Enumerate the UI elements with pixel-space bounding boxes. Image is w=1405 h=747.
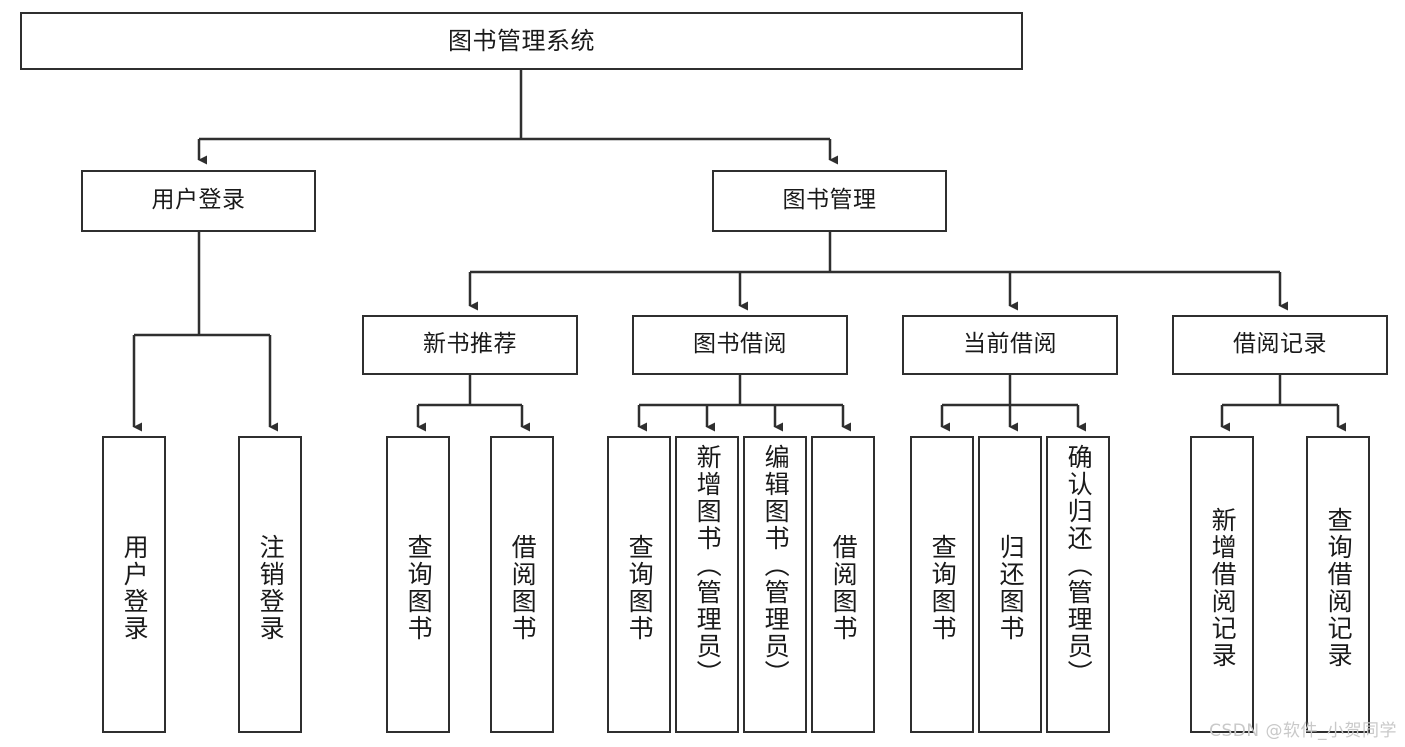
node-label: 归还图书 [996, 533, 1026, 642]
leaf-borrow-edit-book-admin[interactable]: 编辑图书（管理员） [743, 436, 807, 733]
node-root-system[interactable]: 图书管理系统 [20, 12, 1023, 70]
node-current-borrow[interactable]: 当前借阅 [902, 315, 1118, 375]
node-label: 当前借阅 [963, 331, 1057, 358]
node-label: 查询图书 [404, 533, 434, 642]
leaf-recommend-borrow-book[interactable]: 借阅图书 [490, 436, 554, 733]
node-label: 用户登录 [120, 533, 150, 642]
leaf-current-return-book[interactable]: 归还图书 [978, 436, 1042, 733]
node-borrow-record[interactable]: 借阅记录 [1172, 315, 1388, 375]
leaf-current-confirm-return-admin[interactable]: 确认归还（管理员） [1046, 436, 1110, 733]
node-label: 新增借阅记录 [1208, 506, 1238, 669]
node-label: 图书管理 [782, 187, 877, 214]
node-book-management[interactable]: 图书管理 [712, 170, 947, 232]
leaf-recommend-query-book[interactable]: 查询图书 [386, 436, 450, 733]
node-label: 确认归还（管理员） [1064, 444, 1094, 687]
node-label: 图书借阅 [693, 331, 787, 358]
leaf-user-login-signin[interactable]: 用户登录 [102, 436, 166, 733]
leaf-borrow-add-book-admin[interactable]: 新增图书（管理员） [675, 436, 739, 733]
node-book-borrow[interactable]: 图书借阅 [632, 315, 848, 375]
leaf-current-query-book[interactable]: 查询图书 [910, 436, 974, 733]
node-label: 查询图书 [625, 533, 655, 642]
node-label: 编辑图书（管理员） [761, 444, 791, 687]
node-label: 借阅图书 [829, 533, 859, 642]
node-label: 图书管理系统 [448, 26, 595, 55]
node-label: 新增图书（管理员） [693, 444, 723, 687]
node-label: 借阅记录 [1233, 331, 1327, 358]
leaf-borrow-query-book[interactable]: 查询图书 [607, 436, 671, 733]
leaf-user-login-signout[interactable]: 注销登录 [238, 436, 302, 733]
node-label: 查询图书 [928, 533, 958, 642]
node-label: 用户登录 [151, 187, 246, 214]
node-new-book-recommend[interactable]: 新书推荐 [362, 315, 578, 375]
leaf-borrow-borrow-book[interactable]: 借阅图书 [811, 436, 875, 733]
node-label: 注销登录 [256, 533, 286, 642]
node-user-login[interactable]: 用户登录 [81, 170, 316, 232]
node-label: 借阅图书 [508, 533, 538, 642]
node-label: 新书推荐 [423, 331, 517, 358]
leaf-record-add-record[interactable]: 新增借阅记录 [1190, 436, 1254, 733]
leaf-record-query-record[interactable]: 查询借阅记录 [1306, 436, 1370, 733]
node-label: 查询借阅记录 [1324, 506, 1354, 669]
